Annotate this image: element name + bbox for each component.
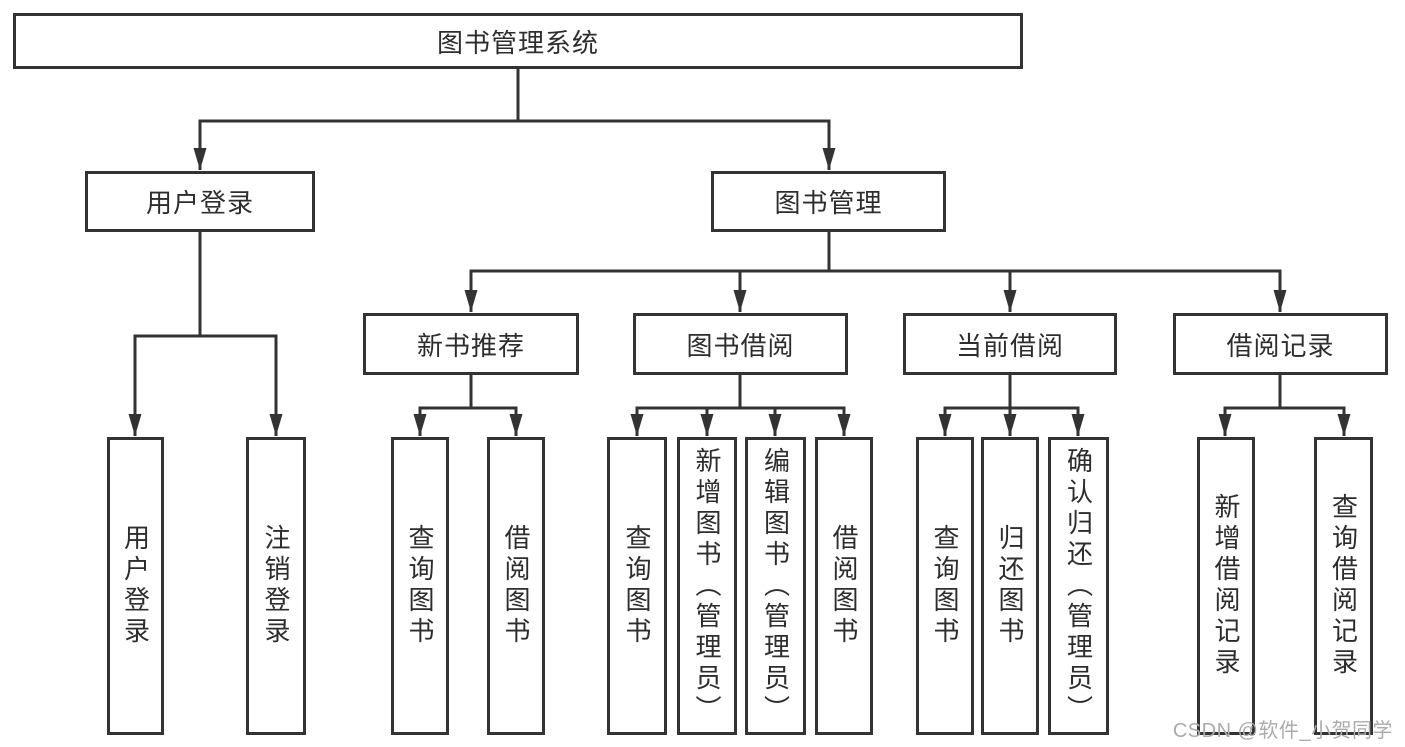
node-user-login: 用户登录: [85, 171, 315, 232]
connector-trunks: [133, 66, 1346, 410]
leaf-label: 借阅图书: [501, 524, 531, 648]
node-label: 借阅记录: [1226, 330, 1335, 361]
leaf-label: 查询图书: [930, 524, 960, 648]
leaf-label: 确认归还（管理员）: [1063, 446, 1094, 726]
node-label: 当前借阅: [955, 330, 1064, 361]
connector-arrows: [128, 121, 1351, 436]
node-new-book-recommend: 新书推荐: [363, 313, 579, 375]
node-label: 图书管理系统: [436, 27, 599, 58]
node-label: 图书管理: [774, 188, 883, 218]
node-label: 图书借阅: [686, 330, 795, 361]
leaf-confirm-return-admin: 确认归还（管理员）: [1048, 437, 1109, 735]
leaf-label: 新增图书（管理员）: [692, 446, 722, 726]
leaf-logout-login: 注销登录: [246, 437, 306, 735]
leaf-label: 新增借阅记录: [1211, 493, 1241, 679]
leaf-label: 用户登录: [120, 524, 151, 648]
leaf-query-books-recommend: 查询图书: [391, 437, 449, 735]
node-label: 新书推荐: [416, 330, 525, 361]
leaf-label: 编辑图书（管理员）: [760, 446, 791, 726]
leaf-edit-book-admin: 编辑图书（管理员）: [745, 437, 806, 735]
leaf-query-books-current: 查询图书: [916, 437, 974, 735]
leaf-label: 借阅图书: [829, 524, 859, 648]
leaf-return-book: 归还图书: [981, 437, 1039, 735]
leaf-user-login: 用户登录: [107, 437, 164, 735]
leaf-borrow-books: 借阅图书: [815, 437, 873, 735]
leaf-borrow-books-recommend: 借阅图书: [487, 437, 545, 735]
leaf-query-books-borrow: 查询图书: [607, 437, 667, 735]
leaf-add-book-admin: 新增图书（管理员）: [677, 437, 737, 735]
leaf-label: 注销登录: [261, 524, 291, 648]
leaf-label: 查询图书: [622, 524, 652, 648]
node-book-borrow: 图书借阅: [633, 313, 848, 375]
watermark: CSDN @软件_小贺同学: [1172, 720, 1393, 742]
leaf-label: 查询借阅记录: [1328, 493, 1359, 679]
node-current-borrow: 当前借阅: [903, 313, 1117, 375]
node-borrow-records: 借阅记录: [1173, 313, 1388, 375]
leaf-add-borrow-record: 新增借阅记录: [1197, 437, 1255, 735]
node-label: 用户登录: [145, 188, 254, 218]
node-book-management: 图书管理: [711, 171, 946, 232]
leaf-query-borrow-record: 查询借阅记录: [1314, 437, 1373, 735]
node-library-management-system: 图书管理系统: [13, 13, 1023, 69]
leaf-label: 查询图书: [405, 524, 435, 648]
leaf-label: 归还图书: [995, 524, 1025, 648]
